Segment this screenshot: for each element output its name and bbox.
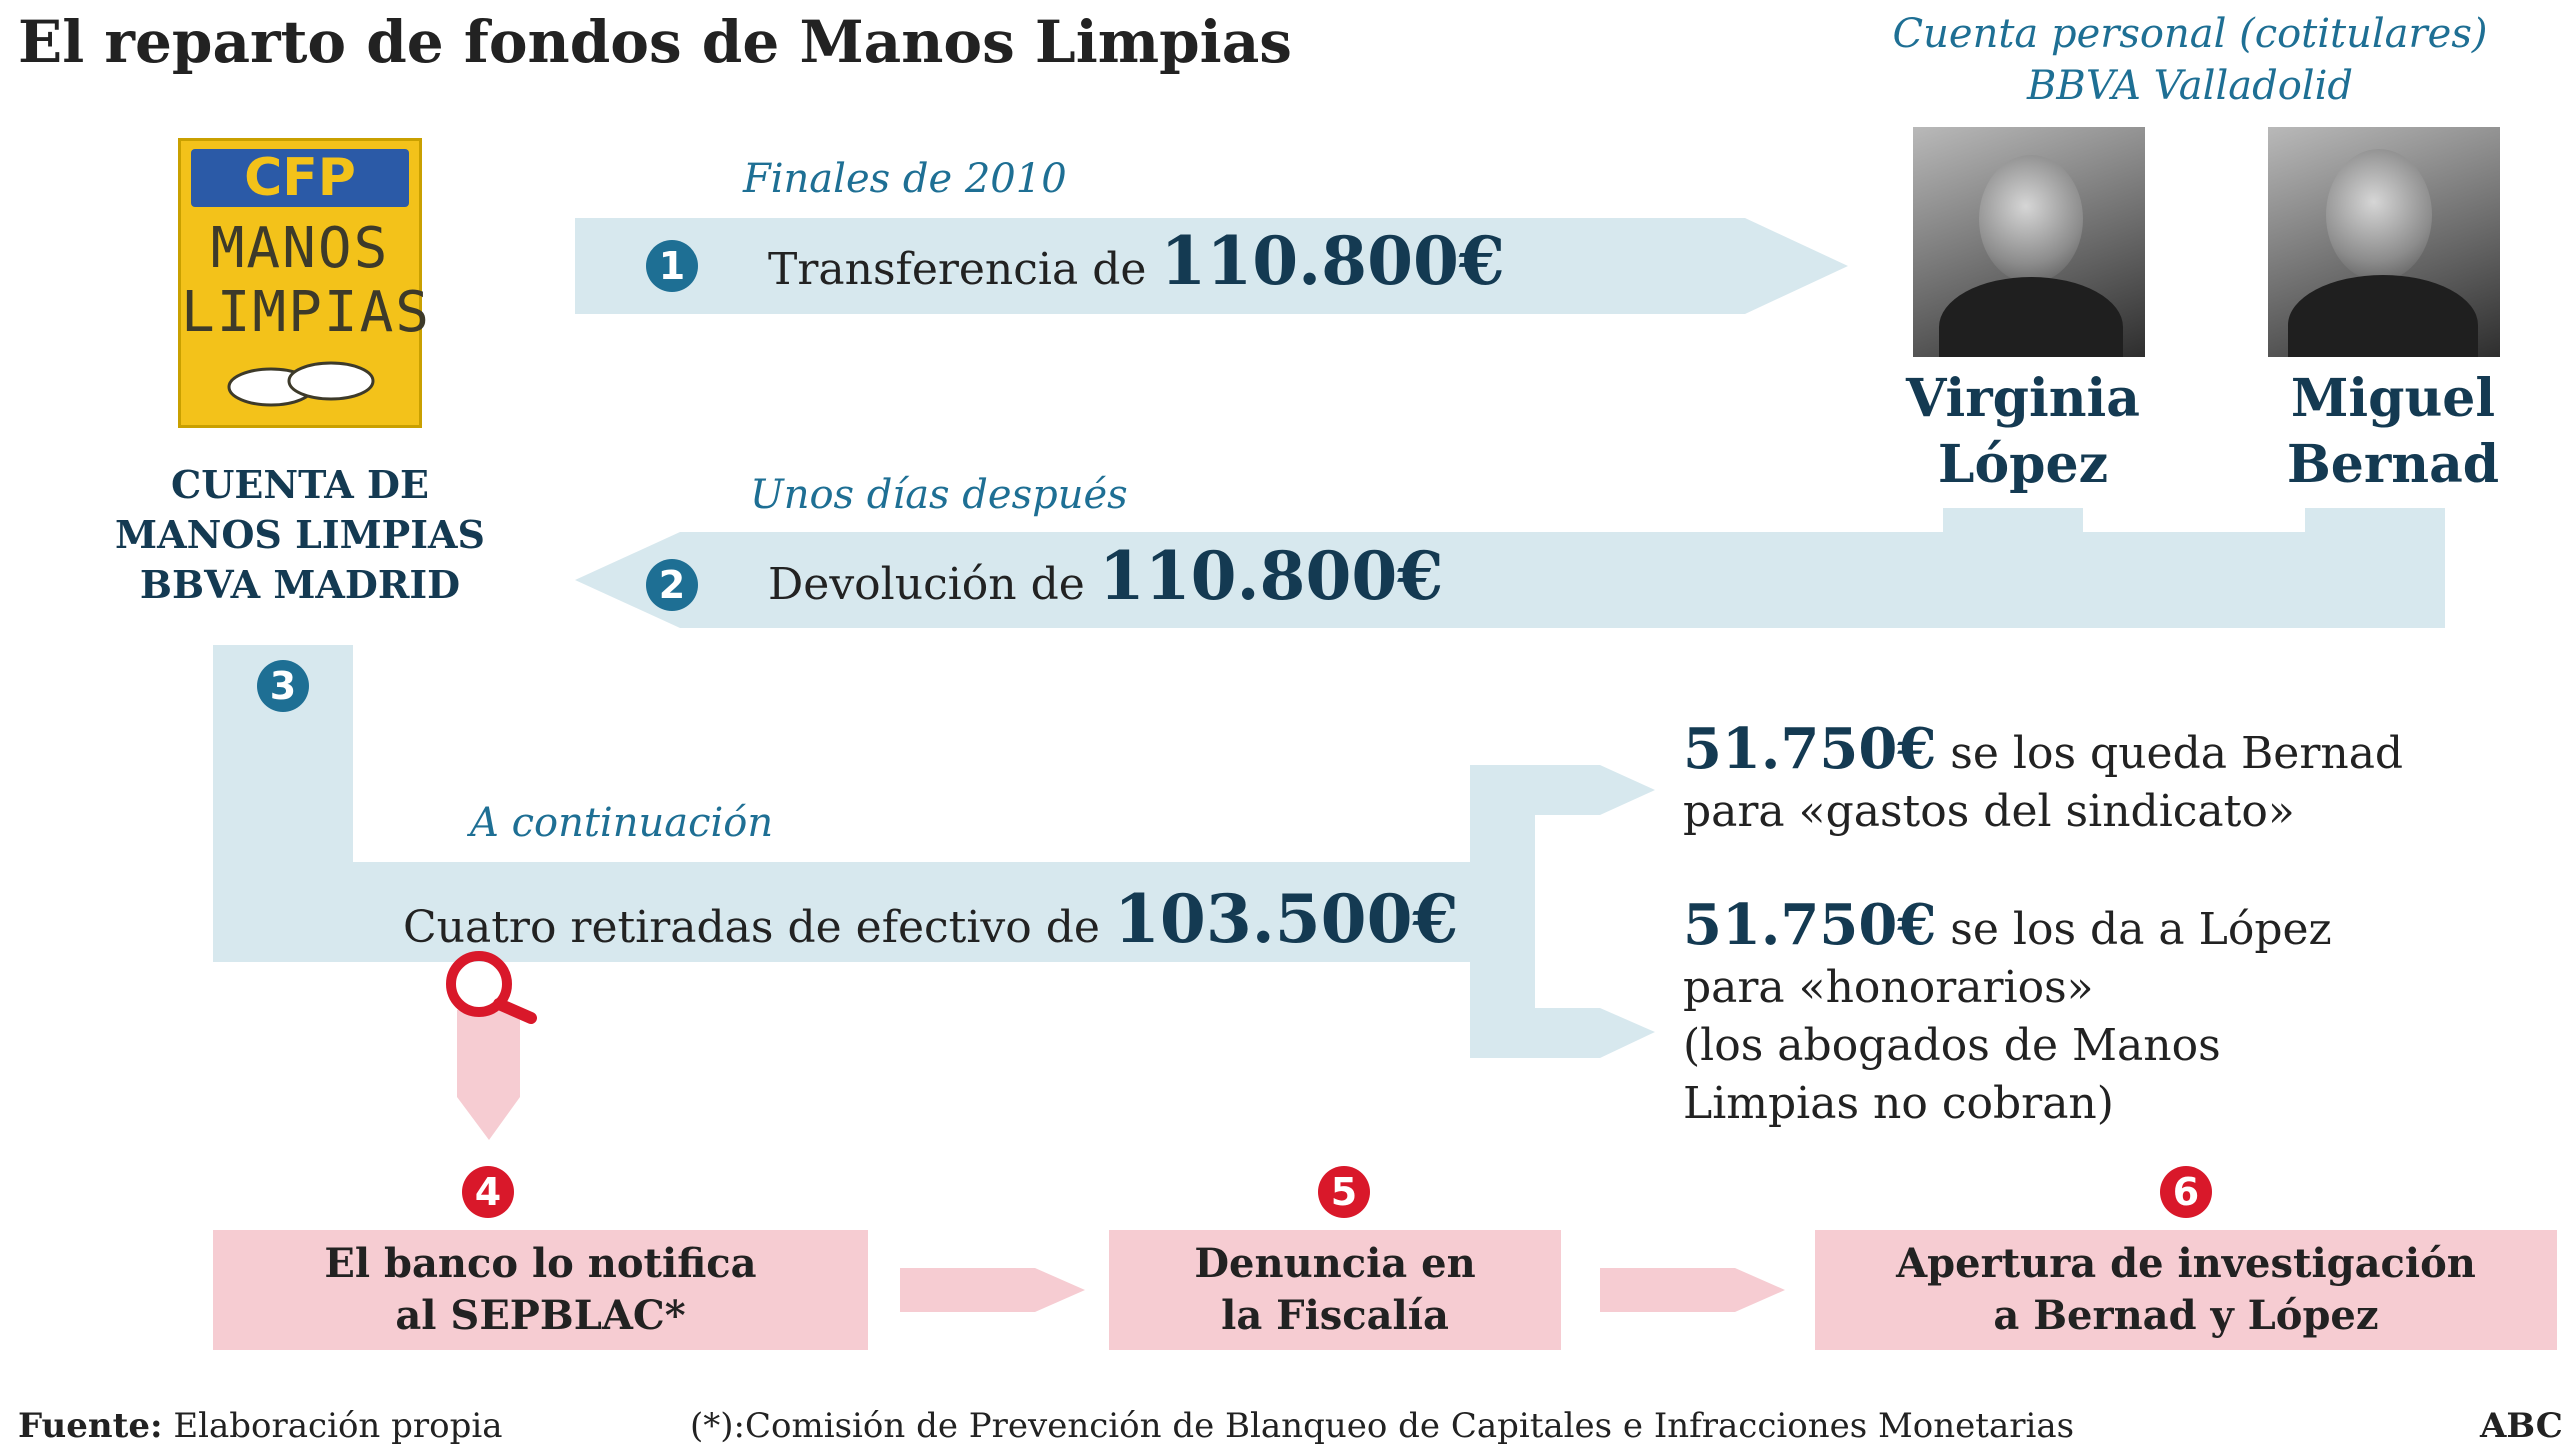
virginia-lopez-photo: [1913, 127, 2145, 357]
step6-label: Apertura de investigación a Bernad y Lóp…: [1896, 1240, 2476, 1339]
brand-logo: ABC: [2480, 1406, 2563, 1446]
result-bernad: 51.750€ se los queda Bernad para «gastos…: [1683, 716, 2404, 837]
logo-text: MANOS LIMPIAS: [181, 216, 432, 345]
magnifier-icon: [446, 951, 537, 1024]
step3-badge: 3: [257, 660, 309, 712]
footer-note: (*):Comisión de Prevención de Blanqueo d…: [690, 1406, 2075, 1446]
logo-cfp: CFP: [191, 149, 409, 207]
step2-badge: 2: [646, 559, 698, 611]
step4-box: [213, 1230, 868, 1350]
step6-badge: 6: [2160, 1166, 2212, 1218]
step1-text: Transferencia de 110.800€: [768, 222, 1505, 300]
hands-icon: [227, 361, 375, 407]
step3-when: A continuación: [470, 800, 774, 846]
result-lopez: 51.750€ se los da a López para «honorari…: [1683, 892, 2332, 1129]
transfer-arrow: [575, 218, 1848, 314]
step3-text: Cuatro retiradas de efectivo de 103.500€: [403, 880, 1459, 958]
personal-account: Cuenta personal (cotitulares) BBVA Valla…: [1892, 11, 2488, 109]
step4-label: El banco lo notifica al SEPBLAC*: [324, 1240, 757, 1339]
split-bracket: [1470, 765, 1655, 1058]
arrow-4-to-5: [900, 1268, 1085, 1312]
step5-box: [1109, 1230, 1561, 1350]
page-title: El reparto de fondos de Manos Limpias: [18, 8, 1292, 76]
step5-label: Denuncia en la Fiscalía: [1194, 1240, 1476, 1339]
miguel-bernad-photo: [2268, 127, 2500, 357]
person-virginia-lopez: Virginia López: [1906, 368, 2140, 495]
step1-badge: 1: [646, 240, 698, 292]
step2-text: Devolución de 110.800€: [768, 537, 1444, 615]
step4-badge: 4: [462, 1166, 514, 1218]
step2-when: Unos días después: [750, 472, 1128, 518]
step6-box: [1815, 1230, 2557, 1350]
notify-arrow: [457, 1010, 520, 1140]
arrow-5-to-6: [1600, 1268, 1785, 1312]
manos-limpias-logo: CFP MANOS LIMPIAS: [178, 138, 432, 428]
footer-source: Fuente: Elaboración propia: [18, 1406, 503, 1446]
step5-badge: 5: [1318, 1166, 1370, 1218]
return-arrow: [575, 532, 2445, 628]
manos-limpias-account: CUENTA DE MANOS LIMPIAS BBVA MADRID: [115, 462, 485, 607]
person-miguel-bernad: Miguel Bernad: [2286, 368, 2500, 495]
step1-when: Finales de 2010: [743, 156, 1067, 202]
withdrawal-flow: [213, 645, 1470, 962]
